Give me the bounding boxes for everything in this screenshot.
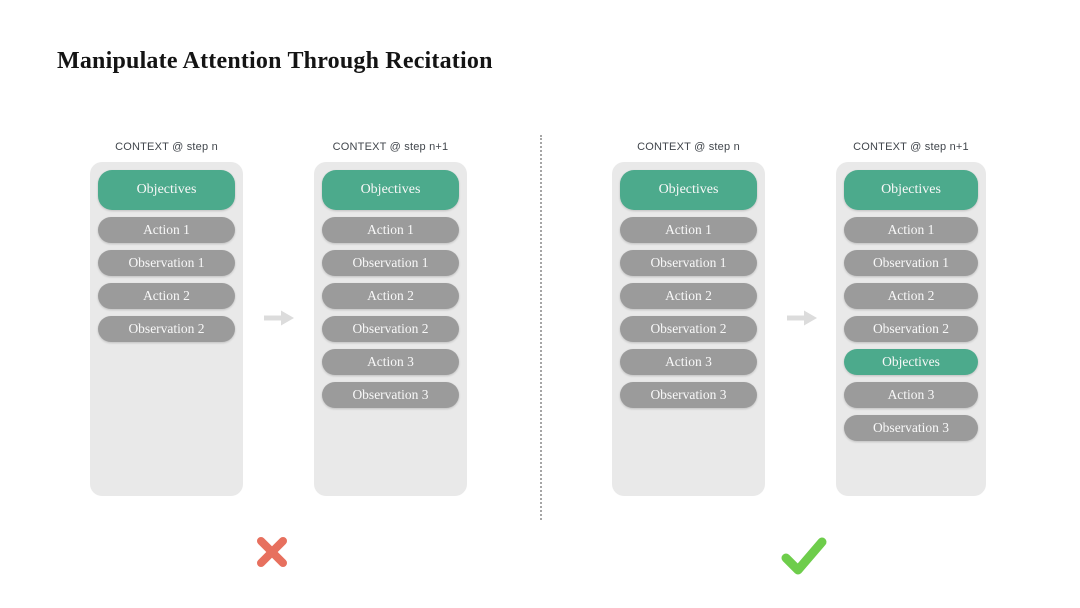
context-step-box: Action 1 xyxy=(322,217,459,243)
column-header: CONTEXT @ step n xyxy=(115,141,218,153)
divider-dotted xyxy=(540,135,542,520)
context-step-box: Observation 1 xyxy=(322,250,459,276)
check-icon xyxy=(781,537,827,575)
context-step-box: Observation 2 xyxy=(844,316,978,342)
context-step-box: Observation 1 xyxy=(98,250,235,276)
context-step-box: Action 2 xyxy=(322,283,459,309)
context-step-box: Action 1 xyxy=(620,217,757,243)
objectives-box: Objectives xyxy=(844,349,978,375)
objectives-box: Objectives xyxy=(620,170,757,210)
arrow-right-icon xyxy=(787,310,817,326)
slide-title: Manipulate Attention Through Recitation xyxy=(57,48,493,74)
context-step-box: Observation 3 xyxy=(322,382,459,408)
context-step-box: Observation 1 xyxy=(620,250,757,276)
context-step-box: Observation 2 xyxy=(620,316,757,342)
context-step-box: Observation 2 xyxy=(98,316,235,342)
context-step-box: Action 2 xyxy=(620,283,757,309)
arrow-right-icon xyxy=(264,310,294,326)
column-header: CONTEXT @ step n+1 xyxy=(853,141,969,153)
context-step-box: Observation 2 xyxy=(322,316,459,342)
context-step-box: Action 3 xyxy=(844,382,978,408)
column-header: CONTEXT @ step n+1 xyxy=(332,141,449,153)
context-step-box: Action 1 xyxy=(98,217,235,243)
context-step-box: Action 3 xyxy=(322,349,459,375)
cross-icon xyxy=(257,537,287,567)
context-step-box: Observation 3 xyxy=(844,415,978,441)
objectives-box: Objectives xyxy=(98,170,235,210)
context-step-box: Action 2 xyxy=(98,283,235,309)
context-step-box: Observation 1 xyxy=(844,250,978,276)
context-step-box: Action 1 xyxy=(844,217,978,243)
context-step-box: Observation 3 xyxy=(620,382,757,408)
context-step-box: Action 3 xyxy=(620,349,757,375)
context-step-box: Action 2 xyxy=(844,283,978,309)
objectives-box: Objectives xyxy=(322,170,459,210)
column-header: CONTEXT @ step n xyxy=(637,141,740,153)
objectives-box: Objectives xyxy=(844,170,978,210)
